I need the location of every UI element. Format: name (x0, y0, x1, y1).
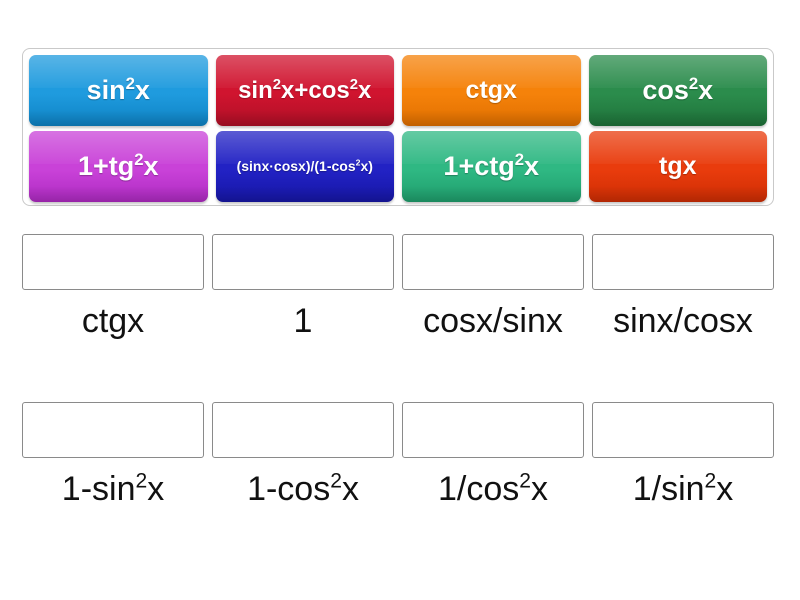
answer-1-minus-sin2x-label: 1-sin2x (61, 469, 165, 508)
tile-label: ctgx (465, 76, 517, 105)
tile-sinxcosx[interactable]: (sinx·cosx)/(1-cos2x) (215, 131, 394, 202)
answer-1-over-cos2x-dropzone[interactable] (402, 402, 584, 458)
tile-label: (sinx·cosx)/(1-cos2x) (236, 157, 373, 175)
tile-label: tgx (659, 152, 697, 181)
answer-1-minus-cos2x: 1-cos2x (212, 402, 394, 509)
answer-ctgx: ctgx (22, 234, 204, 341)
answer-1-over-sin2x-dropzone[interactable] (592, 402, 774, 458)
tile-sin2x[interactable]: sin2x (29, 55, 208, 126)
tile-label: cos2x (642, 74, 714, 106)
answer-1-over-cos2x: 1/cos2x (402, 402, 584, 509)
tile-1-plus-tg2x[interactable]: 1+tg2x (29, 131, 208, 202)
answer-row-1: ctgx 1 cosx/sinx sinx/cosx (22, 234, 774, 341)
tile-cos2x[interactable]: cos2x (588, 55, 767, 126)
answer-sinx-cosx-dropzone[interactable] (592, 234, 774, 290)
answer-1-minus-cos2x-label: 1-cos2x (247, 469, 359, 508)
answer-cosx-sinx-label: cosx/sinx (423, 302, 563, 340)
answer-1-over-sin2x-label: 1/sin2x (632, 469, 734, 508)
answer-cosx-sinx-dropzone[interactable] (402, 234, 584, 290)
tile-label: sin2x+cos2x (238, 76, 372, 104)
answer-sinx-cosx: sinx/cosx (592, 234, 774, 341)
answer-one-dropzone[interactable] (212, 234, 394, 290)
tile-1-plus-ctg2x[interactable]: 1+ctg2x (402, 131, 581, 202)
answer-1-over-cos2x-label: 1/cos2x (438, 469, 548, 508)
tile-bank-row-1: sin2x sin2x+cos2x ctgx cos2x (29, 55, 767, 126)
answer-ctgx-label: ctgx (81, 302, 145, 340)
tile-tgx[interactable]: tgx (588, 131, 767, 202)
answer-1-minus-sin2x: 1-sin2x (22, 402, 204, 509)
tile-label: 1+ctg2x (443, 150, 540, 182)
answer-one: 1 (212, 234, 394, 341)
tile-bank: sin2x sin2x+cos2x ctgx cos2x 1+tg2x (sin… (22, 48, 774, 206)
tile-bank-row-2: 1+tg2x (sinx·cosx)/(1-cos2x) 1+ctg2x tgx (29, 131, 767, 202)
answer-one-label: 1 (293, 302, 313, 340)
answer-sinx-cosx-label: sinx/cosx (613, 302, 753, 340)
answer-1-minus-sin2x-dropzone[interactable] (22, 402, 204, 458)
tile-label: 1+tg2x (77, 150, 159, 182)
answer-1-minus-cos2x-dropzone[interactable] (212, 402, 394, 458)
answer-cosx-sinx: cosx/sinx (402, 234, 584, 341)
tile-label: sin2x (86, 74, 150, 106)
answer-ctgx-dropzone[interactable] (22, 234, 204, 290)
answer-1-over-sin2x: 1/sin2x (592, 402, 774, 509)
tile-ctgx[interactable]: ctgx (402, 55, 581, 126)
tile-sin2x-cos2x[interactable]: sin2x+cos2x (215, 55, 394, 126)
answer-row-2: 1-sin2x 1-cos2x 1/cos2x 1/sin2x (22, 402, 774, 509)
